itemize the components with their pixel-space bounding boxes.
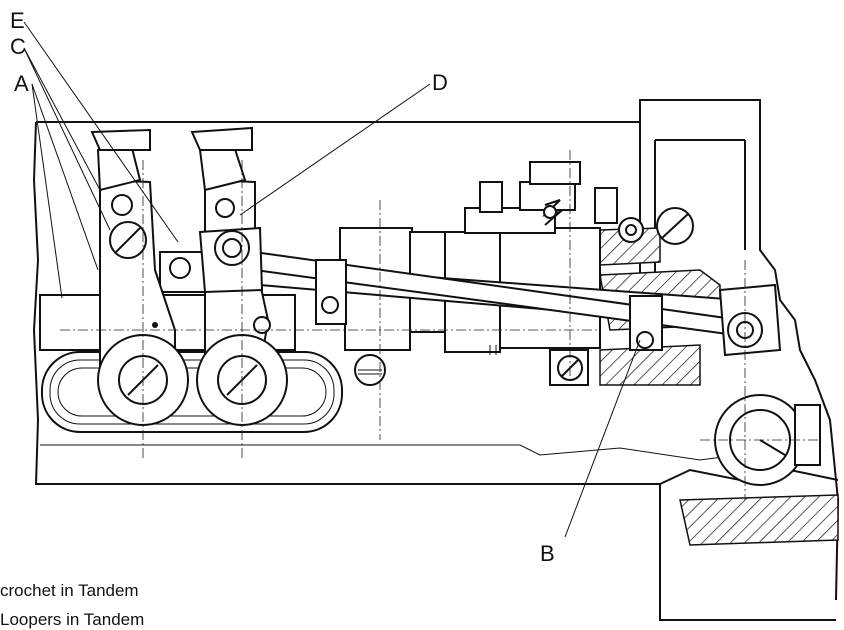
housing-outline	[32, 99, 840, 621]
callout-a: A	[14, 71, 29, 96]
callout-e: E	[10, 8, 25, 33]
callout-d: D	[432, 70, 448, 95]
connecting-rod	[224, 248, 742, 351]
callout-b: B	[540, 541, 555, 566]
slotted-frames	[41, 351, 343, 433]
rear-arm	[714, 283, 821, 486]
callout-c: C	[10, 34, 26, 59]
caption-line-2: Loopers in Tandem	[0, 610, 145, 629]
leader-lines	[23, 21, 641, 538]
center-lines	[60, 150, 820, 500]
caption-line-1: crochet in Tandem	[0, 581, 139, 600]
hatched-sections	[599, 227, 839, 546]
